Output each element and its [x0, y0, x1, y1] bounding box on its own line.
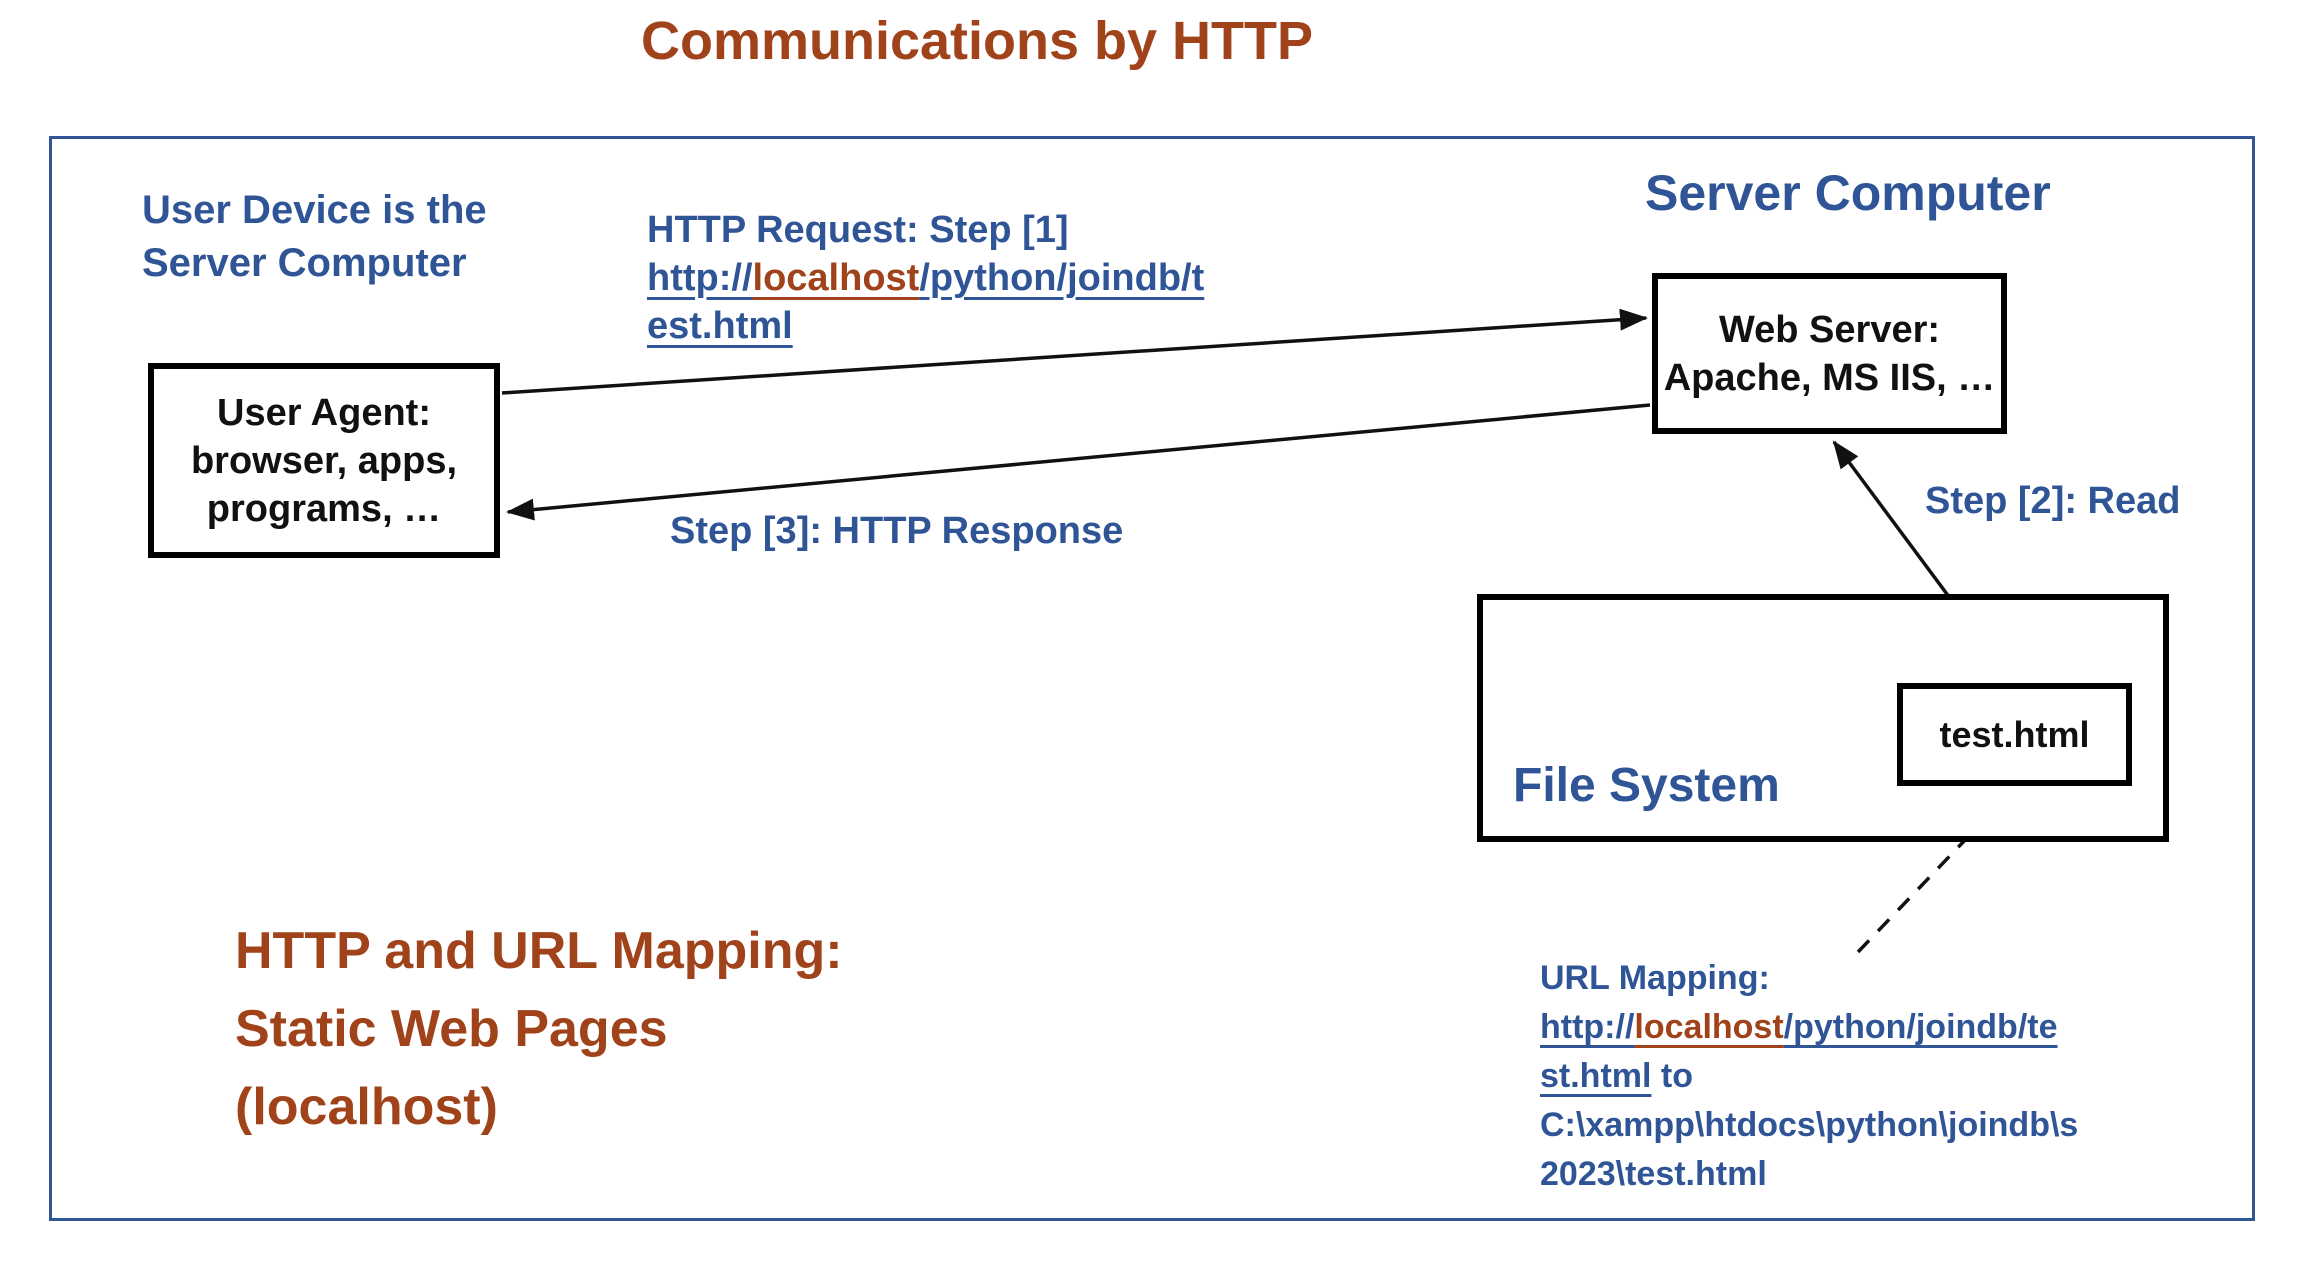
- user-device-heading: User Device is the Server Computer: [142, 184, 487, 290]
- url-mapping-url-line2: st.html to: [1540, 1052, 2078, 1101]
- user-device-heading-line1: User Device is the: [142, 188, 487, 232]
- test-html-label: test.html: [1939, 713, 2090, 755]
- url-path: /python/joindb/t: [919, 257, 1205, 299]
- url-scheme: http://: [647, 257, 753, 299]
- file-system-label: File System: [1513, 759, 1780, 812]
- server-boundary-rect: [49, 136, 2255, 1221]
- url-mapping-heading: URL Mapping:: [1540, 959, 1770, 997]
- url-mapping-url-line1: http://localhost/python/joindb/te: [1540, 1003, 2078, 1052]
- footer-heading-line2: Static Web Pages: [235, 1000, 668, 1058]
- url-mapping-path-line1: C:\xampp\htdocs\python\joindb\s: [1540, 1106, 2079, 1144]
- step3-response-label: Step [3]: HTTP Response: [670, 510, 1124, 552]
- file-system-box: [1477, 594, 2169, 842]
- http-request-annotation: HTTP Request: Step [1] http://localhost/…: [647, 206, 1204, 350]
- step2-read-label: Step [2]: Read: [1925, 480, 2181, 522]
- mapping-url-path: /python/joindb/te: [1783, 1008, 2058, 1046]
- user-agent-box: User Agent: browser, apps, programs, …: [148, 363, 500, 558]
- user-device-heading-line2: Server Computer: [142, 241, 467, 285]
- url-mapping-path-line2: 2023\test.html: [1540, 1155, 1767, 1193]
- web-server-box: Web Server: Apache, MS IIS, …: [1652, 273, 2007, 434]
- footer-heading: HTTP and URL Mapping: Static Web Pages (…: [235, 912, 843, 1146]
- http-request-url-line1: http://localhost/python/joindb/t: [647, 254, 1204, 302]
- server-computer-heading: Server Computer: [1645, 165, 2051, 221]
- url-host: localhost: [752, 257, 920, 299]
- web-server-line2: Apache, MS IIS, …: [1663, 356, 1996, 399]
- user-agent-line2: browser, apps,: [190, 439, 458, 482]
- slide-title: Communications by HTTP: [640, 11, 1314, 71]
- mapping-url-scheme: http://: [1540, 1008, 1635, 1046]
- http-request-heading: HTTP Request: Step [1]: [647, 209, 1069, 251]
- user-agent-line3: programs, …: [206, 487, 442, 530]
- url-mapping-annotation: URL Mapping: http://localhost/python/joi…: [1540, 954, 2078, 1199]
- user-agent-line1: User Agent:: [217, 391, 431, 434]
- http-request-url-line2: est.html: [647, 302, 1204, 350]
- web-server-line1: Web Server:: [1718, 308, 1941, 351]
- mapping-url-wrap: st.html: [1540, 1057, 1652, 1095]
- footer-heading-line3: (localhost): [235, 1078, 498, 1136]
- mapping-url-host: localhost: [1634, 1008, 1784, 1046]
- url-path-wrap: est.html: [647, 305, 793, 347]
- footer-heading-line1: HTTP and URL Mapping:: [235, 922, 843, 980]
- mapping-url-to: to: [1651, 1057, 1693, 1095]
- test-html-file-box: test.html: [1897, 683, 2132, 786]
